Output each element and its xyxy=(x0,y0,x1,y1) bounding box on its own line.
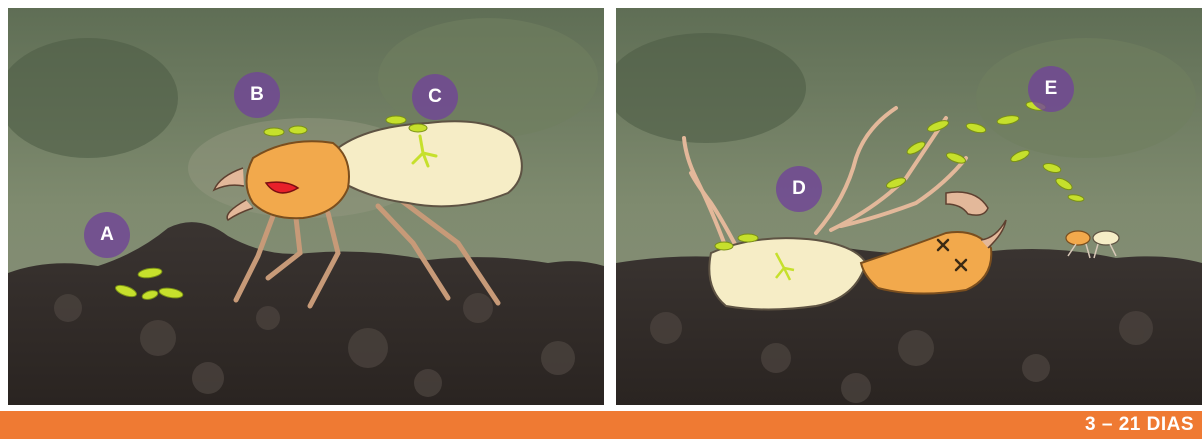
timeline-bar: 3 – 21 DIAS xyxy=(0,411,1202,439)
duration-label: 3 – 21 DIAS xyxy=(1085,414,1194,436)
marker-b: B xyxy=(234,72,280,118)
scene-sporulation-illustration xyxy=(616,8,1202,405)
marker-b-label: B xyxy=(250,84,264,106)
marker-a-label: A xyxy=(100,224,114,246)
scene-infection: A B C xyxy=(8,8,604,405)
marker-d: D xyxy=(776,166,822,212)
ant-head xyxy=(247,141,350,218)
marker-e: E xyxy=(1028,66,1074,112)
scene-infection-illustration xyxy=(8,8,604,405)
marker-c-label: C xyxy=(428,86,442,108)
marker-e-label: E xyxy=(1045,78,1058,100)
ant-abdomen xyxy=(338,121,522,206)
marker-a: A xyxy=(84,212,130,258)
scene-sporulation: D E xyxy=(616,8,1202,405)
marker-d-label: D xyxy=(792,178,806,200)
marker-c: C xyxy=(412,74,458,120)
